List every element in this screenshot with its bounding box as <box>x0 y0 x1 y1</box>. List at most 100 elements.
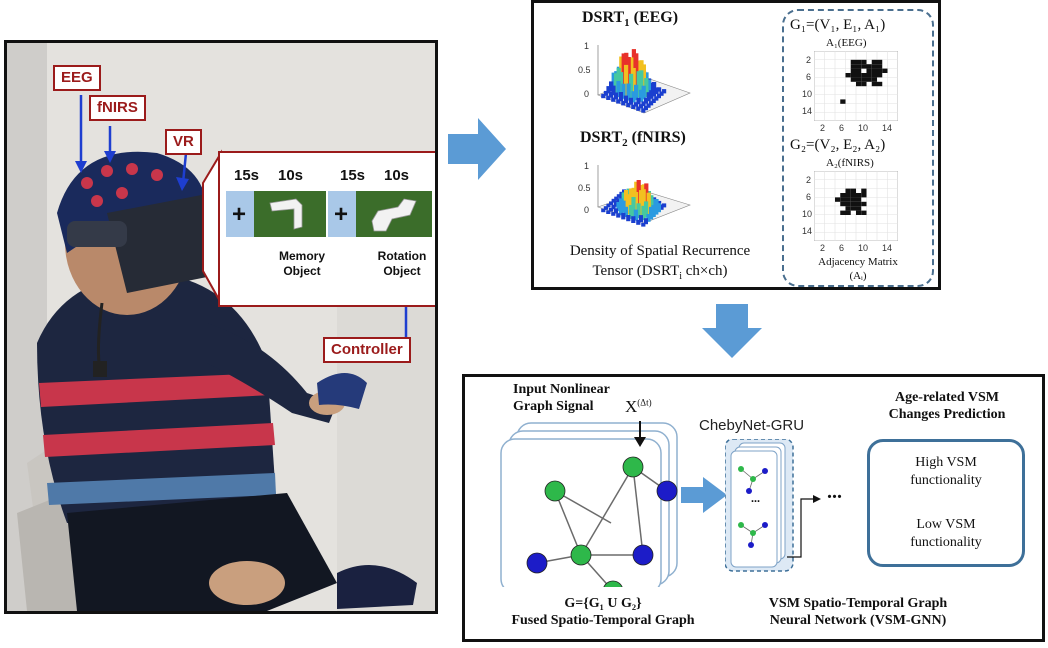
surface-bar <box>611 198 616 203</box>
input-signal-title: Input Nonlinear Graph Signal <box>513 382 610 414</box>
surface-bar <box>649 195 654 213</box>
surface-bar <box>638 215 643 223</box>
surface-bar <box>603 206 608 210</box>
adjacency-cell <box>871 73 877 78</box>
adjacency-cell <box>861 77 867 82</box>
surface-bar <box>608 91 613 98</box>
adjacency-cell <box>850 73 856 78</box>
adjacency-cell <box>850 68 856 73</box>
stimulus-timeline: 15s 10s 15s 10s + + Memory Object Rotati… <box>218 151 435 307</box>
a2-fnirs-label: A₂(fNIRS) <box>826 157 874 169</box>
surface-bar <box>646 92 651 102</box>
surface-bar <box>644 183 649 211</box>
eeg-tag: EEG <box>53 65 101 91</box>
surface-bar <box>641 64 646 93</box>
controller-tag: Controller <box>323 337 411 363</box>
a1-ytick-14: 14 <box>802 106 813 116</box>
surface-bar <box>609 201 614 205</box>
adjacency-cell <box>861 193 867 198</box>
surface-bar <box>662 89 667 94</box>
surface-bar <box>646 79 651 95</box>
surface-bar <box>636 219 641 225</box>
surface-bar <box>621 192 626 207</box>
surface-bar <box>609 81 614 91</box>
adjacency-cell <box>861 81 867 87</box>
surface-bar <box>626 102 631 108</box>
surface-bar <box>649 101 654 106</box>
surface-bar <box>636 106 641 111</box>
surface-bar <box>651 199 656 211</box>
surface-bar <box>614 73 619 93</box>
surface-bar <box>631 104 636 109</box>
surface-bar <box>629 73 634 99</box>
adjacency-cell <box>850 64 856 69</box>
surface-bar <box>654 96 659 101</box>
g2-equation: G₂=(V₂, E₂, A₂) <box>790 137 886 153</box>
adjacency-cell <box>856 81 862 87</box>
surface-bar <box>636 180 641 212</box>
a1-ytick-2: 2 <box>806 55 812 65</box>
surface-bar <box>651 205 656 217</box>
adjacency-matrix-fnirs <box>814 171 898 241</box>
dsrt-caption: Density of Spatial Recurrence Tensor (DS… <box>569 243 751 282</box>
dsrt-eeg-3d-plot <box>597 45 691 114</box>
surface-bar <box>621 212 626 220</box>
adjacency-cell <box>856 68 862 73</box>
a1-xtick-6: 6 <box>839 123 845 133</box>
surface-bar <box>643 105 648 111</box>
memory-object-label: Memory Object <box>278 249 325 278</box>
surface-bar <box>646 103 651 108</box>
surface-bar <box>654 87 659 94</box>
eeg-ztick-1: 1 <box>584 41 590 51</box>
timing-label-1: 15s <box>234 167 260 184</box>
adjacency-cell <box>840 210 846 215</box>
surface-bar <box>643 218 648 225</box>
prediction-title: Age-related VSM Changes Prediction <box>888 390 1006 422</box>
adjacency-cell <box>845 193 851 198</box>
adjacency-cell <box>845 206 851 211</box>
surface-bar <box>649 82 654 93</box>
adjacency-cell <box>861 188 867 193</box>
dsrt-fnirs-title: DSRT2 (fNIRS) <box>580 129 686 150</box>
surface-bar <box>618 206 623 216</box>
a1-eeg-label: A₁(EEG) <box>826 37 867 49</box>
adjacency-cell <box>871 68 877 73</box>
surface-bar <box>649 90 654 99</box>
dsrt-eeg-title: DSRT1 (EEG) <box>582 9 679 30</box>
adjacency-cell <box>877 73 883 78</box>
adjacency-cell <box>840 197 846 202</box>
surface-bar <box>631 216 636 223</box>
sequence-ellipsis: ... <box>827 481 842 503</box>
layer-ellipsis: ... <box>751 491 760 505</box>
down-arrow <box>702 304 762 358</box>
a1-ytick-6: 6 <box>806 72 812 82</box>
surface-bar <box>636 97 641 105</box>
adjacency-cell <box>835 197 841 202</box>
stimulus-frames: + + <box>226 191 432 237</box>
surface-bar <box>654 199 659 208</box>
surface-bar <box>636 203 641 219</box>
right-arrow-2 <box>681 477 727 513</box>
a2-xtick-10: 10 <box>858 243 869 253</box>
surface-bar <box>654 205 659 215</box>
surface-bar <box>634 84 639 100</box>
timing-label-3: 15s <box>340 167 366 184</box>
adjacency-cell <box>845 188 851 193</box>
surface-bar <box>616 67 621 91</box>
surface-bar <box>616 99 621 104</box>
adjacency-cell <box>850 59 856 65</box>
graph-definition-box: G₁=(V₁, E₁, A₁) A₁(EEG) 2 6 10 14 2 6 10… <box>782 9 934 287</box>
surface-bar <box>623 95 628 103</box>
adjacency-cell <box>861 64 867 69</box>
surface-bar <box>641 223 646 227</box>
surface-bar <box>626 194 631 215</box>
surface-bar <box>657 87 662 92</box>
surface-bar <box>603 90 608 96</box>
surface-bar <box>619 72 624 95</box>
dsrt-fnirs-3d-plot <box>597 165 691 227</box>
a2-ytick-10: 10 <box>802 209 813 219</box>
surface-bar <box>621 200 626 213</box>
surface-bar <box>641 189 646 214</box>
adjacency-cell <box>845 210 851 215</box>
surface-bar <box>634 192 639 214</box>
